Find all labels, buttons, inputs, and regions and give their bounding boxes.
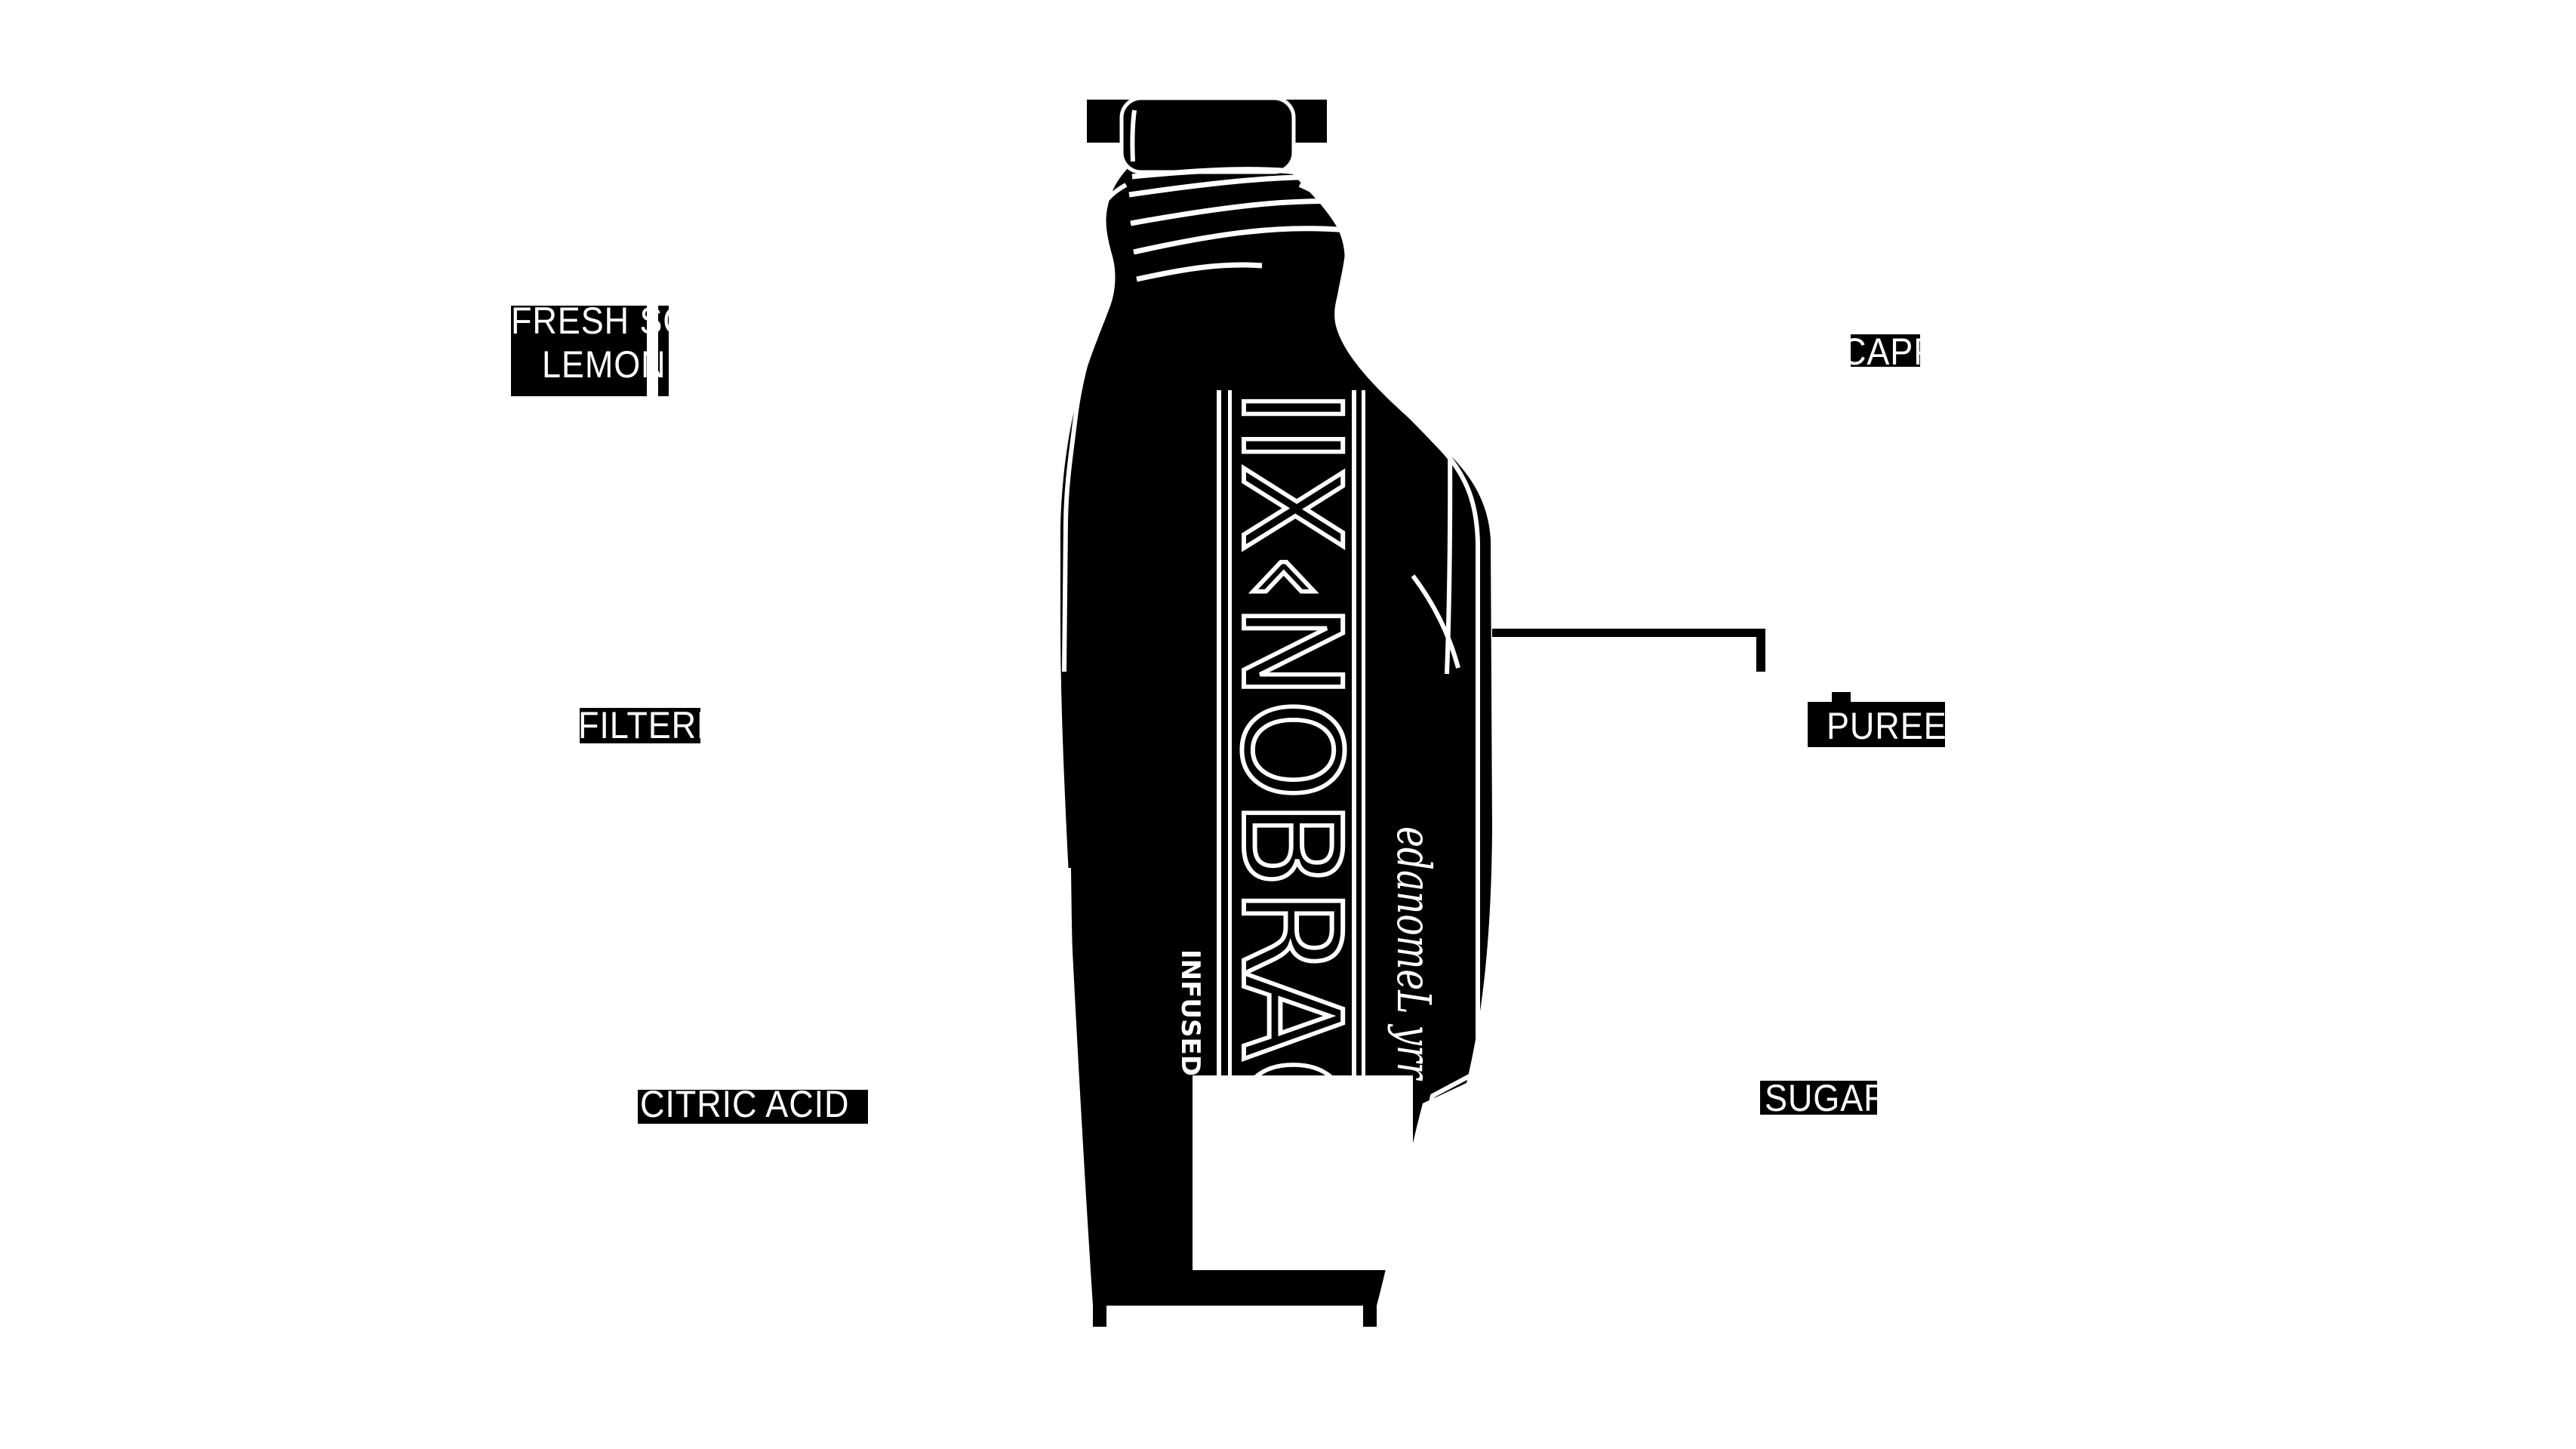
bottle-silhouette xyxy=(1060,168,1492,1327)
highlight-box-sliver xyxy=(658,306,669,396)
highlight-box xyxy=(1808,702,1945,747)
blank-label-panel xyxy=(1193,1075,1413,1270)
highlight-box xyxy=(638,1090,868,1124)
callout-label: FRESH SQUEEZED xyxy=(511,300,833,342)
callout-label: FILTERED WATER xyxy=(578,704,878,746)
callout-label: CITRIC ACID xyxy=(640,1083,850,1125)
highlight-box xyxy=(1760,1081,1877,1115)
label-rules xyxy=(1217,390,1365,1100)
bottle-cap xyxy=(1119,96,1296,174)
callout-label: PUREED xyxy=(1827,705,1972,747)
neck-rings xyxy=(1128,167,1397,282)
callout-label: SUGAR CANE xyxy=(1765,1077,1996,1119)
callout-label: LEMON JUICE xyxy=(542,343,778,386)
highlight-box xyxy=(1851,334,1920,367)
highlight-box xyxy=(511,306,647,396)
callout-label: CAPPED xyxy=(1842,331,1986,373)
puree-leader-line xyxy=(1492,629,1851,703)
flavor-script-text: edanomeL yrr xyxy=(1386,826,1442,1081)
side-infused-text: INFUSED xyxy=(1175,949,1205,1076)
cap-highlight-line xyxy=(1130,109,1137,162)
highlight-box xyxy=(580,708,700,743)
brand-wordmark-vertical: IIX‹NOBRAC xyxy=(1211,389,1369,1147)
